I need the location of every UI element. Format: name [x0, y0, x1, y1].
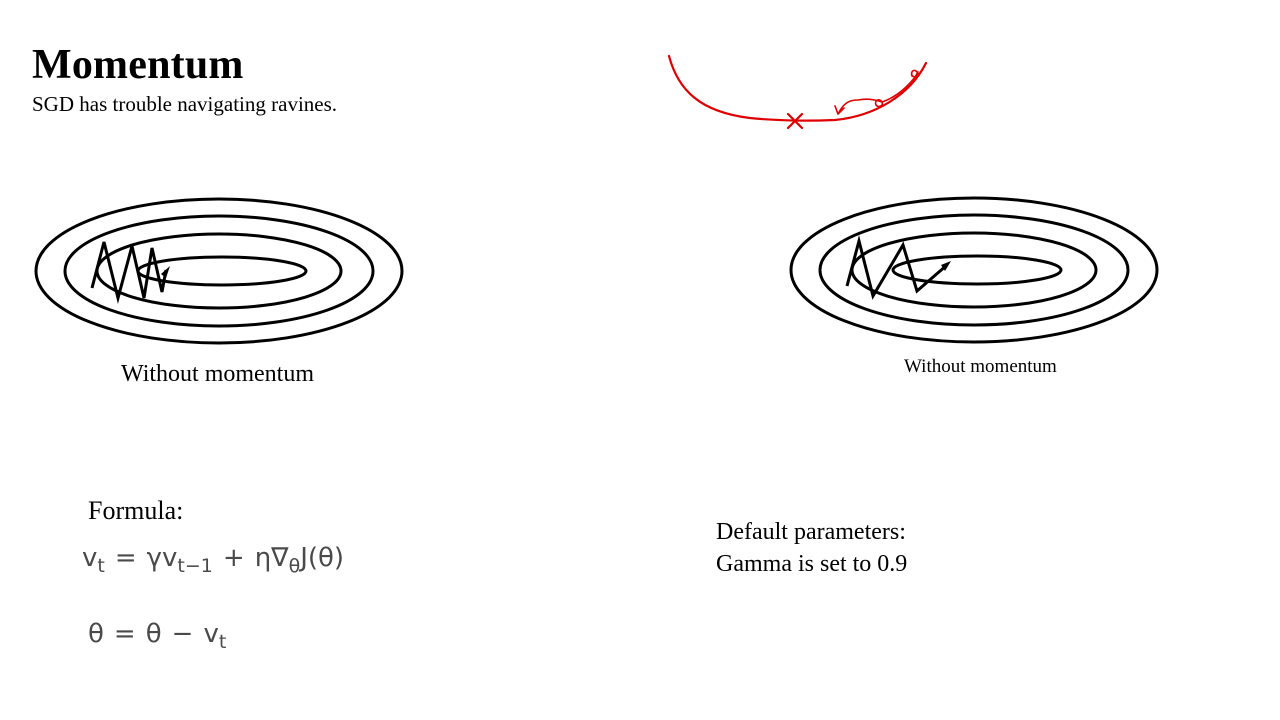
slide-subtitle: SGD has trouble navigating ravines.	[32, 92, 338, 116]
eq2-velocity: v	[203, 619, 219, 649]
annotation-curve	[667, 54, 928, 122]
left-figure-caption: Without momentum	[121, 361, 315, 387]
sgd-zigzag-path	[90, 241, 168, 304]
contour-plot-with-momentum	[789, 196, 1159, 344]
slide-title: Momentum	[32, 42, 244, 88]
contour-plot-without-momentum	[34, 197, 404, 345]
contour-ring	[891, 254, 1063, 286]
eq2-velocity-sub: t	[218, 631, 227, 653]
eq1-plus: +	[222, 543, 245, 573]
eq2-minus: −	[171, 619, 194, 649]
eq1-grad-sub: θ	[288, 555, 301, 577]
contour-ring	[63, 214, 375, 328]
annotation-minimum-mark	[786, 112, 804, 130]
path-arrowhead	[941, 261, 951, 271]
handwritten-annotation	[667, 54, 928, 130]
annotation-arrow	[834, 69, 919, 115]
contour-ring	[95, 232, 343, 310]
default-parameters: Default parameters: Gamma is set to 0.9	[716, 516, 907, 580]
contour-ring	[818, 213, 1130, 327]
params-gamma: Gamma is set to 0.9	[716, 551, 908, 577]
velocity-update-equation: vt = γvt−1 + η∇θJ(θ)	[82, 542, 345, 577]
eq1-lhs: v	[82, 543, 98, 573]
eq1-equals: =	[114, 543, 137, 573]
path-arrowhead	[161, 266, 170, 278]
params-heading: Default parameters:	[716, 519, 906, 545]
eq2-theta: θ	[145, 619, 162, 649]
right-figure-caption: Without momentum	[904, 356, 1057, 377]
eq1-lhs-sub: t	[97, 555, 105, 577]
eq1-grad-term: η∇	[254, 543, 289, 573]
eq1-gamma-sub: t−1	[177, 555, 213, 577]
contour-ring	[34, 197, 404, 345]
eq2-equals: =	[113, 619, 136, 649]
parameter-update-equation: θ=θ−vt	[88, 618, 227, 653]
contour-ring	[789, 196, 1159, 344]
momentum-zigzag-path	[845, 235, 948, 300]
formula-label: Formula:	[88, 496, 184, 525]
eq1-loss-function: J(θ)	[300, 543, 345, 573]
eq1-gamma-term: γv	[146, 543, 178, 573]
eq2-lhs: θ	[88, 619, 104, 649]
